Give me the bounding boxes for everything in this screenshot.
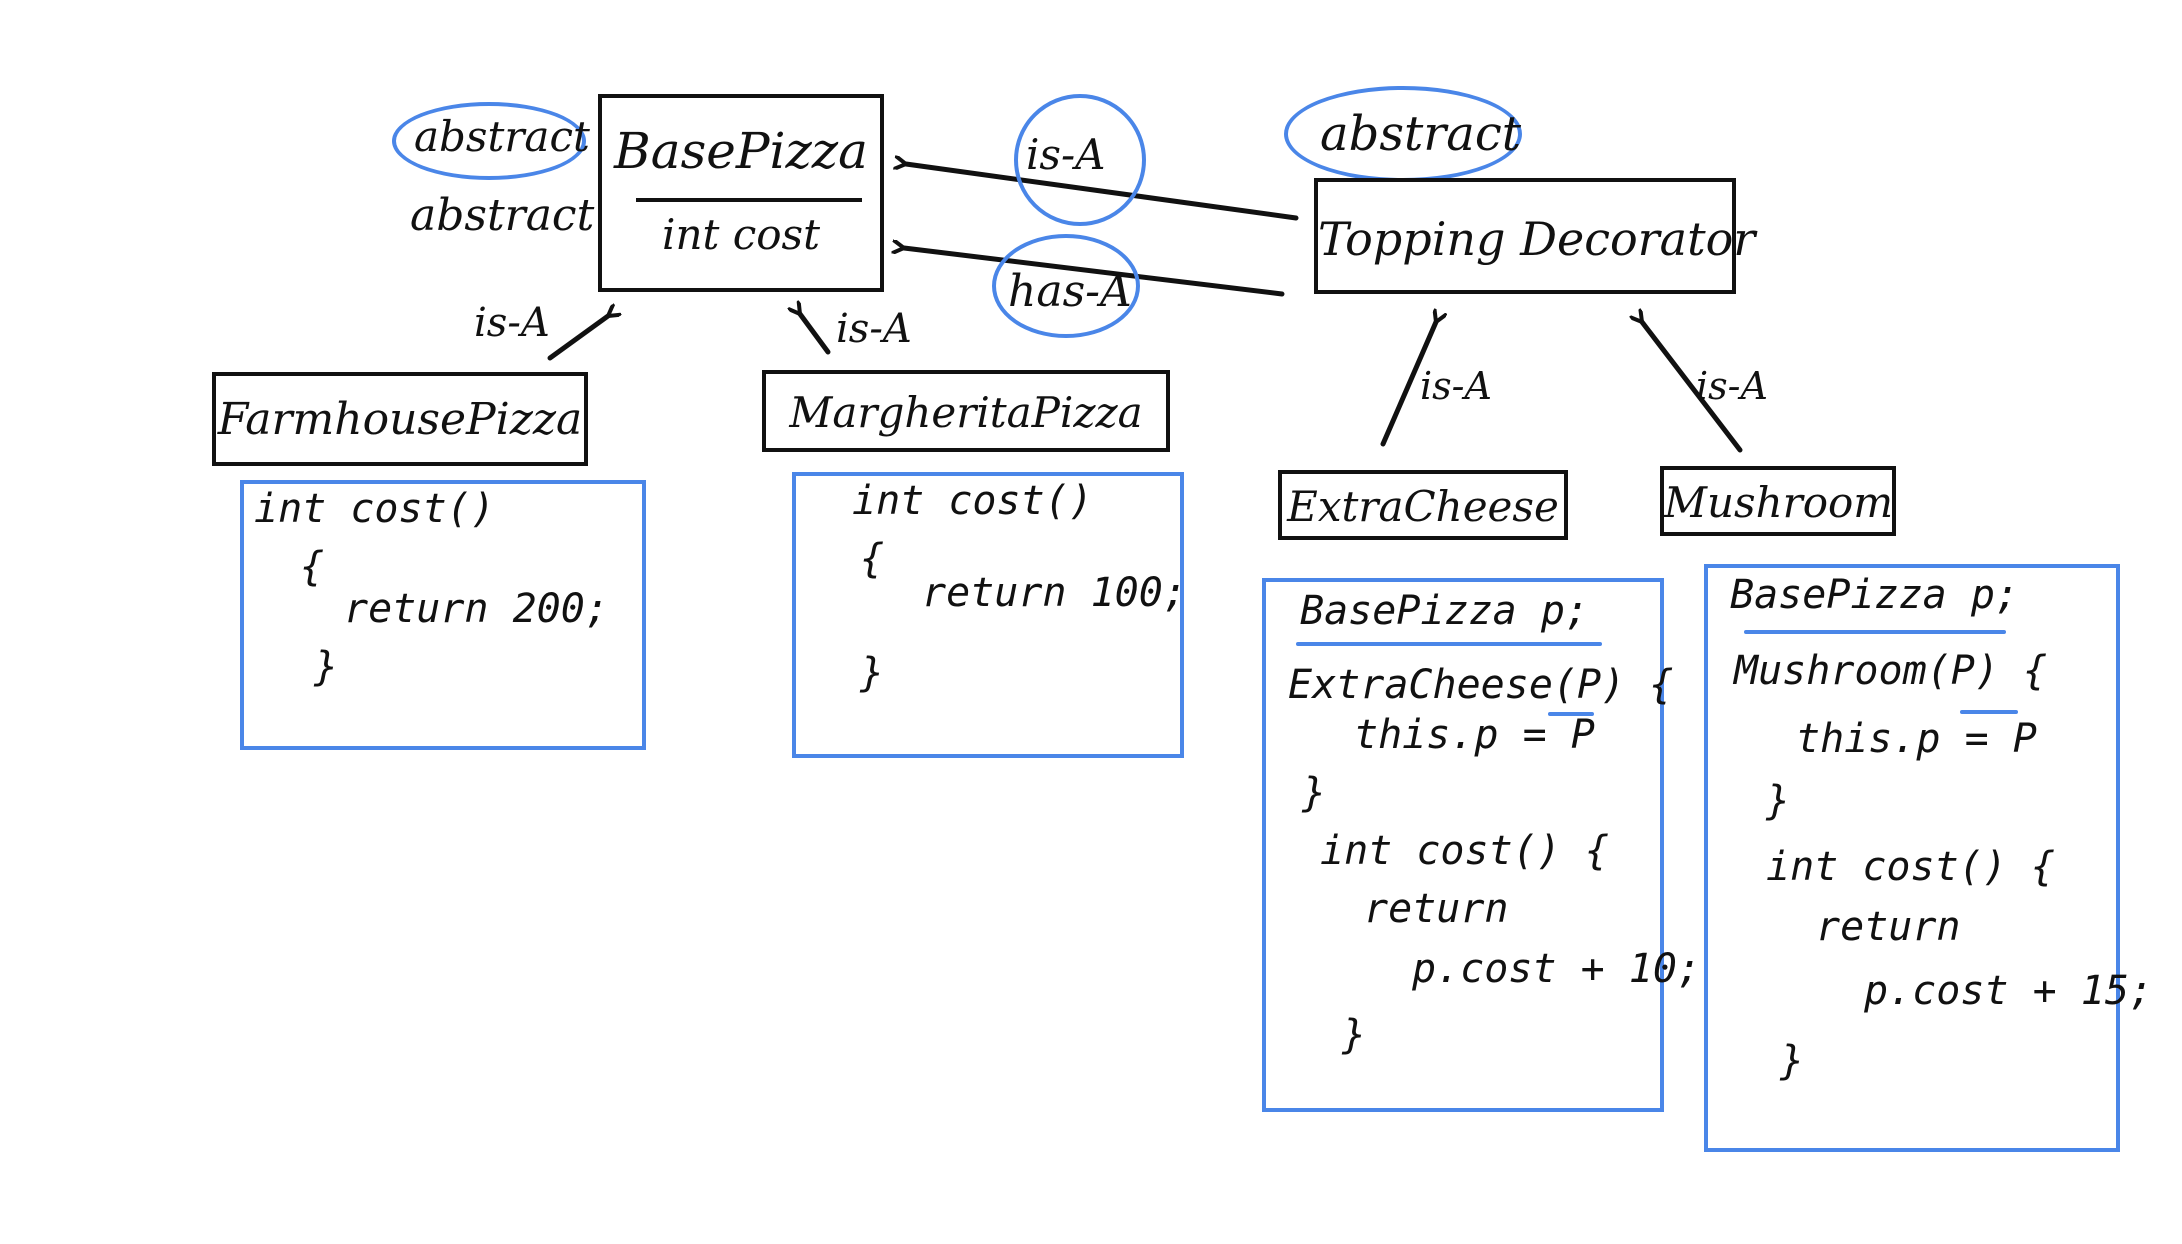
arrow-extracheese-is-a (1380, 322, 1436, 447)
class-box-extra-cheese: ExtraCheese (1278, 470, 1568, 540)
code-line: return 200; (344, 586, 609, 632)
class-box-mushroom: Mushroom (1660, 466, 1896, 536)
code-line: { (300, 544, 325, 590)
code-line: p.cost + 15; (1864, 968, 2153, 1014)
abstract-label: abstract (410, 190, 595, 241)
code-box-mushroom: BasePizza p; Mushroom(P) { this.p = P } … (1704, 564, 2153, 1152)
relation-label-margherita-is-a: is-A (836, 306, 912, 352)
code-underline (1296, 642, 1602, 646)
class-box-topping-decorator: Topping Decorator (1314, 178, 1756, 294)
class-name-margherita-pizza: MargheritaPizza (789, 388, 1143, 437)
class-name-farmhouse-pizza: FarmhousePizza (217, 394, 583, 445)
code-line: p.cost + 10; (1412, 946, 1701, 992)
class-box-farmhouse-pizza: FarmhousePizza (212, 372, 588, 466)
code-line: Mushroom(P) { (1734, 648, 2048, 694)
code-line: int cost() (852, 478, 1093, 524)
code-line: int cost() { (1320, 828, 1609, 874)
code-line: ExtraCheese(P) { (1288, 662, 1674, 708)
is-a-highlight-circle (1014, 94, 1146, 226)
param-underline (1960, 710, 2018, 714)
class-name-mushroom: Mushroom (1664, 478, 1894, 527)
code-line: } (860, 650, 885, 696)
class-name-base-pizza: BasePizza (614, 122, 868, 180)
code-line: return (1816, 904, 1961, 950)
abstract-highlight-ellipse (392, 102, 586, 180)
param-underline (1548, 712, 1594, 716)
relation-label-extracheese-is-a: is-A (1420, 364, 1492, 408)
arrow-mushroom-is-a (1642, 322, 1743, 453)
code-line: } (1766, 778, 1791, 824)
code-line: BasePizza p; (1730, 572, 2019, 618)
code-line: } (1302, 770, 1327, 816)
class-name-extra-cheese: ExtraCheese (1287, 482, 1559, 531)
code-line: } (314, 644, 339, 690)
class-field-int-cost: int cost (662, 210, 820, 259)
relation-label-farmhouse-is-a: is-A (474, 300, 550, 346)
relation-label-decorator-is-a: is-A (1026, 130, 1106, 179)
code-line: { (860, 536, 885, 582)
code-line: int cost() (254, 486, 495, 532)
code-line: int cost() { (1766, 844, 2055, 890)
code-box-margherita: int cost() { return 100; } (792, 472, 1187, 758)
arrow-margherita-is-a (800, 314, 831, 355)
code-line: } (1780, 1038, 1805, 1084)
relation-label-decorator-has-a: has-A (1008, 266, 1132, 317)
code-box-extra-cheese: BasePizza p; ExtraCheese(P) { this.p = P… (1262, 578, 1701, 1112)
code-line: } (1342, 1012, 1367, 1058)
code-line: return 100; (922, 570, 1187, 616)
code-underline (1744, 630, 2006, 634)
abstract-label-circled: abstract (414, 112, 590, 161)
class-name-topping-decorator: Topping Decorator (1318, 212, 1756, 266)
has-a-highlight-circle (992, 234, 1140, 338)
relation-label-mushroom-is-a: is-A (1696, 364, 1768, 408)
code-box-farmhouse: int cost() { return 200; } (240, 480, 646, 750)
decorator-abstract-label: abstract (1320, 106, 1521, 162)
class-divider (636, 198, 862, 202)
arrow-farmhouse-is-a (547, 316, 608, 361)
code-line: this.p = P (1796, 716, 2037, 762)
code-line: this.p = P (1354, 712, 1595, 758)
class-box-base-pizza: BasePizza int cost (598, 94, 884, 292)
code-line: BasePizza p; (1300, 588, 1589, 634)
code-line: return (1364, 886, 1509, 932)
class-box-margherita-pizza: MargheritaPizza (762, 370, 1170, 452)
